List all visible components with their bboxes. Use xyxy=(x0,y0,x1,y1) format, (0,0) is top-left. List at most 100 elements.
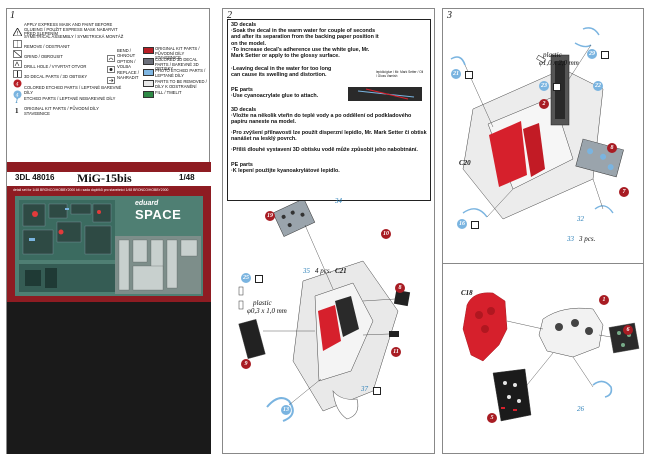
part-34-label: 34 xyxy=(335,197,342,205)
svg-text:4: 4 xyxy=(15,93,19,99)
legend-original-text: ORIGINAL KIT PARTS / PŮVODNÍ DÍLY STAVEB… xyxy=(24,106,99,116)
part-25-callout: 25 xyxy=(241,273,251,283)
bend-icon xyxy=(107,49,115,67)
step-divider xyxy=(443,263,643,264)
cover-black-band xyxy=(7,302,211,454)
cover-code: 3DL 48016 xyxy=(15,173,55,182)
etched-parts-icon: 1 xyxy=(15,97,19,105)
3d-decal-icon: 4 xyxy=(13,75,22,93)
brand-space: SPACE xyxy=(135,207,182,222)
legend-3d-decal-text: 3D DECAL PARTS / 3D OBTISKY xyxy=(24,74,88,79)
legend-symmetry-text: SYMETRICAL ASSEMBLY / SYMETRICKÁ MONTÁŽ xyxy=(24,34,124,39)
cover-red-band: 3DL 48016 MiG-15bis 1/48 detail set for … xyxy=(7,162,211,302)
instr-cz-title: 3D decals xyxy=(231,107,257,113)
legend-etched-text: ETCHED PARTS / LEPTANÉ NEBAREVNÉ DÍLY xyxy=(24,96,116,101)
legend-replace-text: REPLACE / NAHRADIT xyxy=(117,70,139,80)
swatch-remove xyxy=(143,80,154,87)
pcs-label: 4 pcs. xyxy=(315,267,332,275)
part-10-callout: 10 xyxy=(381,229,391,239)
pcs-label: 3 pcs. xyxy=(579,235,596,243)
cover-title-bar xyxy=(7,172,211,186)
legend-swatch-decal-text: COLORED 3D DECAL PARTS / BAREVNÉ 3D OBTI… xyxy=(155,57,199,72)
legend-swatch-pe-text: PHOTO ETCHED PARTS / LEPTANÉ DÍLY xyxy=(155,68,206,78)
part-1-callout: 1 xyxy=(599,295,609,305)
step-panel-2: 2 3D decals ·Soak the decal in the warm … xyxy=(222,8,435,454)
legend-swatch-fill-text: FILL / TMELIT xyxy=(155,90,182,95)
part-11-callout: 11 xyxy=(391,347,401,357)
step-panel-1: 1 ! APPLY EXPRESS MASK AND PAINT BEFORE … xyxy=(6,8,211,454)
instr-en-line-3: ·Leaving decal in the water for too long… xyxy=(231,66,332,79)
legend-grind-text: GRIND / OBROUSIT xyxy=(24,54,63,59)
part-37-label: 37 xyxy=(361,385,368,393)
instr-cz-line-3: ·Příliš dlouhé vystavení 3D obtisku vodě… xyxy=(231,147,418,153)
swatch-fill xyxy=(143,91,154,98)
checkbox-16[interactable] xyxy=(471,221,479,229)
legend-colored-etched-text: COLORED ETCHED PARTS / LEPTANÉ BAREVNÉ D… xyxy=(24,85,122,95)
drill-icon xyxy=(13,65,22,83)
replace-icon xyxy=(107,71,115,89)
legend-swatch-remove-text: PARTS TO BE REMOVED / DÍLY K ODSTRANĚNÍ xyxy=(155,79,207,89)
svg-text:!: ! xyxy=(17,31,19,36)
checkbox-37[interactable] xyxy=(373,387,381,395)
instr-en-title: 3D decals xyxy=(231,22,257,28)
assembly-diagram-step-3a: 21 plastic φ1,0 x 2,0 mm 29 23 22 2 8 C2… xyxy=(443,19,645,263)
checkbox-25[interactable] xyxy=(255,275,263,283)
cover-subtitle: detail set for 1/48 BRONCO/HOBBY2000 kit… xyxy=(13,188,169,192)
assembly-diagram-step-2: 19 34 35 4 pcs. 10 C21 25 plastic φ0,3 x… xyxy=(223,197,436,455)
swatch-original xyxy=(143,47,154,54)
part-22-callout: 22 xyxy=(593,81,603,91)
original-kit-icon: 1 xyxy=(15,107,19,115)
instr-en-line-1: ·Soak the decal in the warm water for co… xyxy=(231,28,379,47)
cover-title: MiG-15bis xyxy=(77,171,132,185)
part-8-callout: 8 xyxy=(395,283,405,293)
part-16-callout: 16 xyxy=(457,219,467,229)
page-number: 2 xyxy=(227,10,232,21)
part-23-callout: 23 xyxy=(539,81,549,91)
part-8-callout: 8 xyxy=(607,143,617,153)
swatch-colored-decal xyxy=(143,58,154,65)
c20-label: C20 xyxy=(459,159,471,167)
instr-cz-line-2: ·Pro zvýšení přilnavosti lze použít disp… xyxy=(231,130,427,143)
brand-eduard: eduard xyxy=(135,200,159,207)
legend-drill-text: DRILL HOLE / VYVRTAT OTVOR xyxy=(24,64,87,69)
instr-cz-pe-line: ·K lepení použijte kyanoakrylátové lepid… xyxy=(231,168,340,174)
part-2-callout: 2 xyxy=(539,99,549,109)
checkbox-23[interactable] xyxy=(553,83,561,91)
legend-warning-text: APPLY EXPRESS MASK AND PAINT BEFORE GLUE… xyxy=(24,22,118,37)
glue-callout: lepidlo/glue / Mr. Mark Setter / Oil / G… xyxy=(346,70,426,107)
instr-pe-title: PE parts xyxy=(231,87,253,93)
remove-icon xyxy=(13,45,22,63)
option-icon xyxy=(107,60,115,78)
plastic-label: plastic xyxy=(253,299,272,307)
glue-callout-text: lepidlo/glue / Mr. Mark Setter / Oil / G… xyxy=(376,70,424,78)
svg-text:4: 4 xyxy=(15,82,19,88)
part-9-callout: 9 xyxy=(241,359,251,369)
grind-icon xyxy=(13,55,22,73)
legend-bend-text: BEND / OHNOUT xyxy=(117,48,136,58)
c18-label: C18 xyxy=(461,289,473,297)
symmetry-icon xyxy=(13,35,22,53)
instructions-box: 3D decals ·Soak the decal in the warm wa… xyxy=(227,19,431,201)
part-7-callout: 7 xyxy=(619,187,629,197)
cover-product-image: eduard SPACE xyxy=(15,196,203,296)
checkbox-21[interactable] xyxy=(465,71,473,79)
colored-etched-icon: 4 xyxy=(13,86,22,104)
part-32-label: 32 xyxy=(577,215,584,223)
step-panel-3: 3 xyxy=(442,8,644,454)
c21-label: C21 xyxy=(335,267,347,275)
instr-cz-pe-title: PE parts xyxy=(231,162,253,168)
instr-en-line-2: ·To increase decal's adherence use the w… xyxy=(231,47,370,60)
assembly-diagram-step-3b: C18 1 6 5 26 xyxy=(443,265,645,453)
part-5-callout: 5 xyxy=(487,413,497,423)
instr-cz-line-1: ·Vložte na několik vteřin do teplé vody … xyxy=(231,113,412,126)
legend-option-text: OPTION / VOLBA xyxy=(117,59,136,69)
plastic-dimension: φ0,3 x 1,0 mm xyxy=(247,307,287,315)
part-19-callout: 19 xyxy=(265,211,275,221)
part-21-callout: 21 xyxy=(451,69,461,79)
warning-icon: ! xyxy=(12,23,23,41)
part-13-callout: 13 xyxy=(281,405,291,415)
legend-remove-text: REMOVE / ODSTRANIT xyxy=(24,44,70,49)
checkbox-29[interactable] xyxy=(601,51,609,59)
swatch-photo-etched xyxy=(143,69,154,76)
part-26-label: 26 xyxy=(577,405,584,413)
